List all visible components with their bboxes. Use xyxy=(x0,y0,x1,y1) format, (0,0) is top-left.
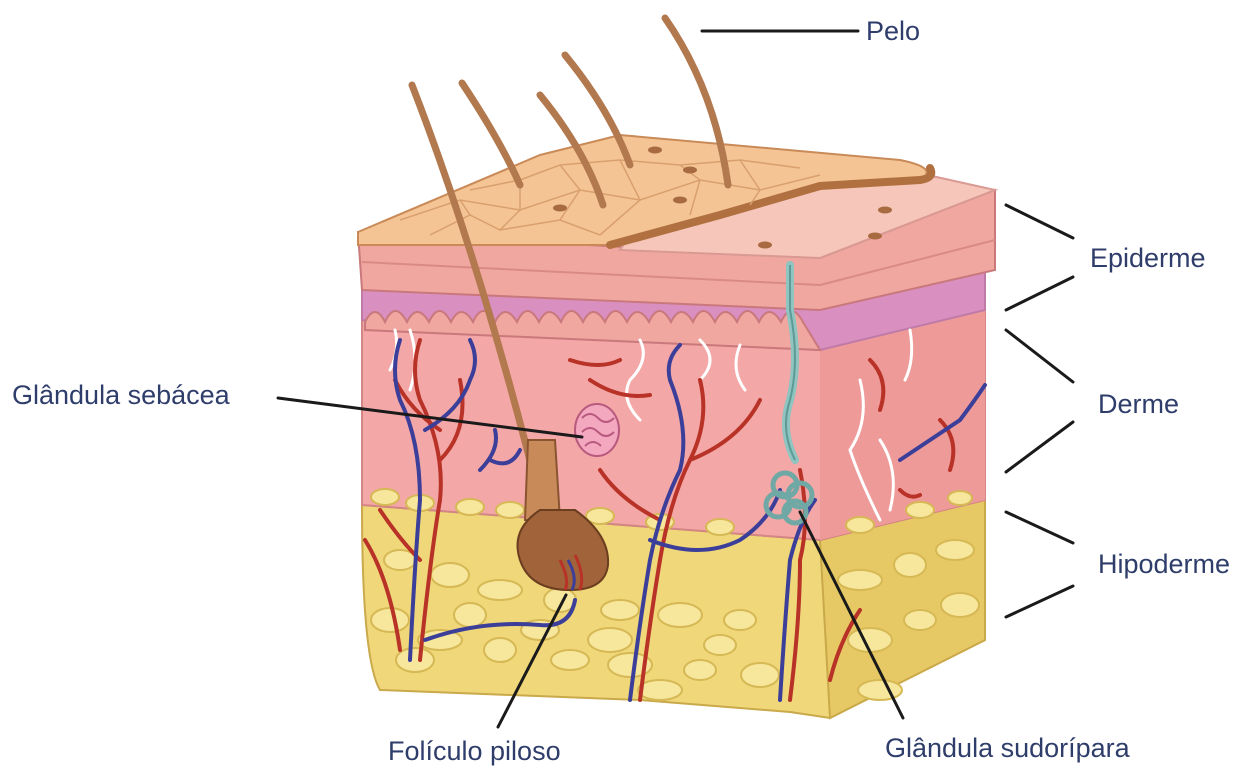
label-epiderme: Epiderme xyxy=(1090,243,1206,273)
fat-cell xyxy=(838,570,882,590)
fat-cell xyxy=(484,638,516,662)
fat-cell xyxy=(848,628,892,652)
leader-epiderme-bottom xyxy=(1006,277,1073,310)
label-pelo: Pelo xyxy=(866,16,920,46)
fat-cell xyxy=(684,660,716,680)
fat-cell xyxy=(588,628,632,652)
label-foliculo-piloso: Folículo piloso xyxy=(388,736,561,766)
fat-cell xyxy=(724,610,756,630)
leader-hipoderme-top xyxy=(1006,512,1073,543)
fat-cell xyxy=(704,635,736,655)
fat-cell xyxy=(371,608,409,632)
fat-cell xyxy=(431,563,469,587)
leader-derme-top xyxy=(1006,330,1073,382)
label-glandula-sudoripara: Glândula sudorípara xyxy=(885,733,1131,763)
fat-cell xyxy=(658,603,702,627)
leader-hipoderme-bottom xyxy=(1006,586,1073,617)
label-glandula-sebacea: Glândula sebácea xyxy=(12,380,231,410)
fat-cell xyxy=(741,663,779,687)
label-derme: Derme xyxy=(1098,389,1179,419)
fat-cell xyxy=(601,600,639,620)
fat-cell xyxy=(478,580,522,600)
fat-cell xyxy=(638,680,682,700)
fat-cell xyxy=(858,680,902,700)
leader-epiderme-top xyxy=(1006,205,1073,238)
leader-derme-bottom xyxy=(1006,422,1073,472)
hypodermis-layer xyxy=(362,500,985,718)
fat-cell xyxy=(936,540,974,560)
label-hipoderme: Hipoderme xyxy=(1098,549,1230,579)
fat-cell xyxy=(941,593,979,617)
fat-cell xyxy=(396,648,434,672)
fat-cell xyxy=(904,610,936,630)
fat-cell xyxy=(894,553,926,577)
fat-cell xyxy=(454,603,486,627)
fat-cell xyxy=(551,650,589,670)
epidermis-layer xyxy=(358,135,995,310)
sebaceous-gland xyxy=(575,404,619,456)
